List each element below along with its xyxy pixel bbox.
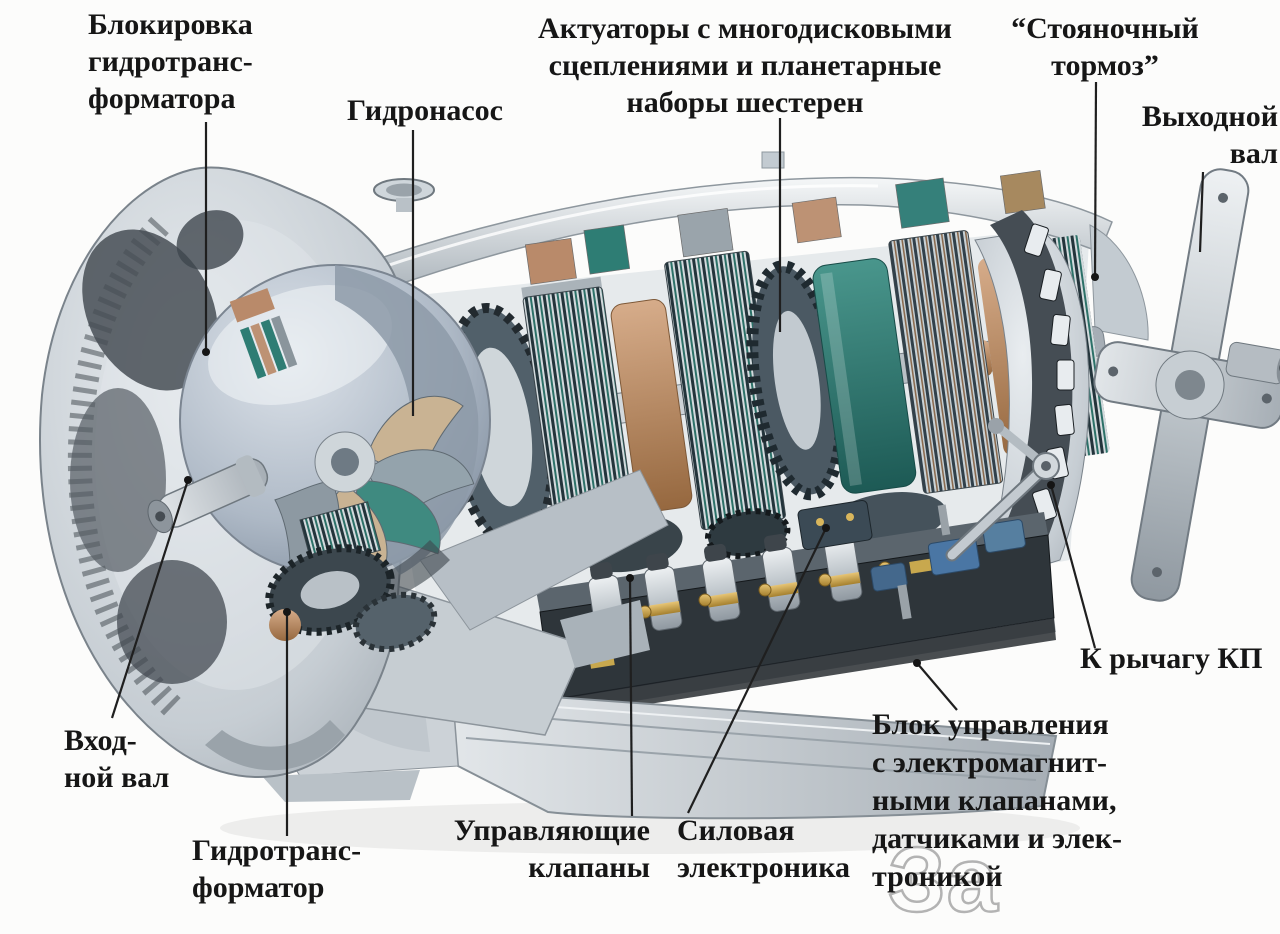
- lockup-clutch-plates: [229, 288, 298, 379]
- oil-pan: [251, 618, 1058, 820]
- tail-housing: [974, 168, 1280, 602]
- leader-control-unit: [916, 662, 958, 711]
- label-power-electronics: Силовая электроника: [677, 814, 851, 884]
- output-shaft-stub: [1225, 341, 1280, 385]
- label-control-valves: Управляющие клапаны: [453, 814, 650, 884]
- label-gear-lever: К рычагу КП: [1080, 642, 1263, 675]
- leader-dots: [184, 273, 1099, 667]
- label-output-shaft: Выходной вал: [1141, 100, 1278, 170]
- leader-gear-lever: [1049, 484, 1097, 649]
- leader-input-shaft: [110, 479, 190, 719]
- label-parking-brake: “Стояночный тормоз”: [1011, 12, 1199, 82]
- leader-parking-brake: [1093, 81, 1098, 278]
- leader-output-shaft: [1198, 171, 1205, 253]
- pump-cap: [373, 178, 435, 212]
- output-flange: [1093, 168, 1280, 602]
- label-torque-converter-lockup: Блокировка гидротранс- форматора: [88, 8, 253, 115]
- input-shaft-stub: [147, 455, 269, 534]
- parking-linkage: [945, 418, 1060, 562]
- label-control-unit: Блок управления с электромагнит- ными кл…: [872, 708, 1123, 893]
- leader-power-electronics: [687, 527, 827, 814]
- power-electronics-module: [797, 499, 873, 551]
- leader-control-valves: [628, 577, 634, 817]
- front-gear-cluster: [265, 501, 438, 653]
- label-actuators-planetary: Актуаторы с многодисковыми сцеплениями и…: [538, 12, 952, 119]
- label-input-shaft: Вход- ной вал: [64, 724, 170, 794]
- leader-lines: [110, 81, 1205, 836]
- label-torque-converter: Гидротранс- форматор: [192, 834, 362, 904]
- label-oil-pump: Гидронасос: [346, 94, 503, 127]
